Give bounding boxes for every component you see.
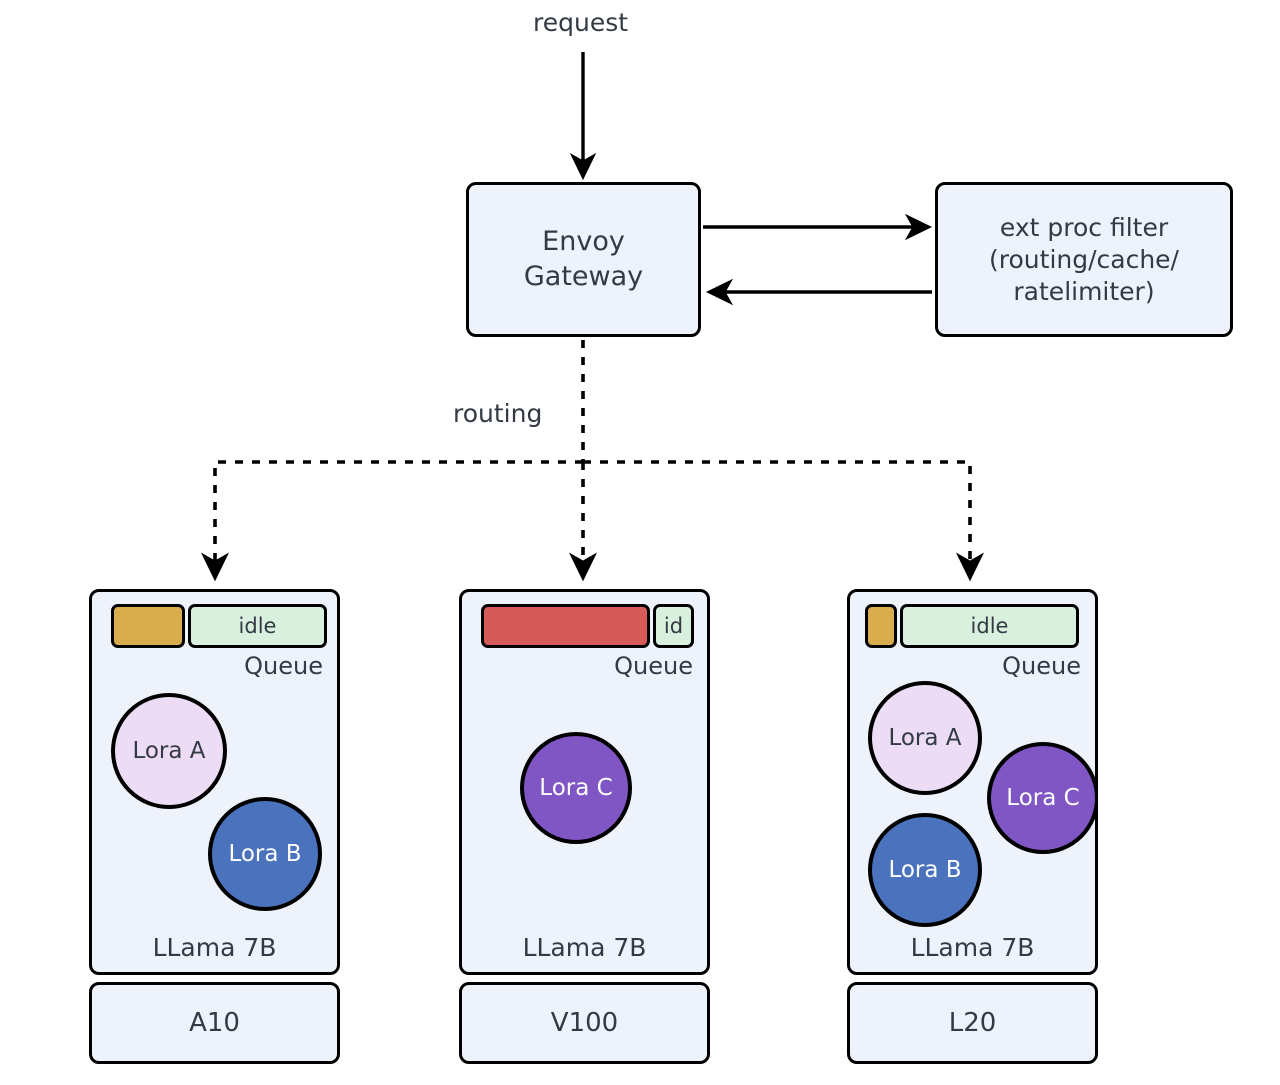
envoy-gateway-label-line1: Envoy [542,225,625,257]
gpu-box-v100[interactable]: V100 [459,982,710,1064]
ext-proc-filter-label-line2: (routing/cache/ [989,244,1179,274]
gpu-box-a10[interactable]: A10 [89,982,340,1064]
queue-segment-idle: idle [188,604,327,648]
queue-segment-busy [865,604,897,648]
queue-segment-idle: id [653,604,694,648]
model-label: LLama 7B [910,933,1035,962]
lora-adapter-lora-a[interactable]: Lora A [111,693,227,809]
model-label: LLama 7B [522,933,647,962]
ext-proc-filter-label: ext proc filter (routing/cache/ ratelimi… [989,212,1179,308]
node-envoy-gateway[interactable]: Envoy Gateway [466,182,701,337]
queue-segment-busy [481,604,650,648]
gpu-label: V100 [550,1008,619,1038]
lora-adapter-lora-c[interactable]: Lora C [987,742,1095,854]
node-ext-proc-filter[interactable]: ext proc filter (routing/cache/ ratelimi… [935,182,1233,337]
ext-proc-filter-label-line1: ext proc filter [999,212,1169,242]
routing-label: routing [453,399,543,428]
edge-routing-to-pod-1 [200,460,583,582]
lora-adapter-lora-b[interactable]: Lora B [208,797,322,911]
queue-caption: Queue [1002,652,1081,680]
envoy-gateway-label-line2: Gateway [523,260,644,292]
model-label: LLama 7B [152,933,277,962]
queue-caption: Queue [614,652,693,680]
request-label: request [533,8,629,37]
gpu-box-l20[interactable]: L20 [847,982,1098,1064]
gpu-label: A10 [189,1008,240,1038]
lora-adapter-lora-b[interactable]: Lora B [868,813,982,927]
queue-segment-busy [111,604,185,648]
ext-proc-filter-label-line3: ratelimiter) [1013,276,1155,306]
queue-bar: idle [865,604,1079,648]
queue-bar: id [481,604,694,648]
edge-routing-to-pod-3 [583,460,985,582]
lora-adapter-lora-c[interactable]: Lora C [520,732,632,844]
gpu-label: L20 [948,1008,997,1038]
envoy-gateway-label: Envoy Gateway [524,225,643,294]
queue-segment-idle: idle [900,604,1079,648]
queue-caption: Queue [244,652,323,680]
lora-adapter-lora-a[interactable]: Lora A [868,681,982,795]
queue-bar: idle [111,604,327,648]
